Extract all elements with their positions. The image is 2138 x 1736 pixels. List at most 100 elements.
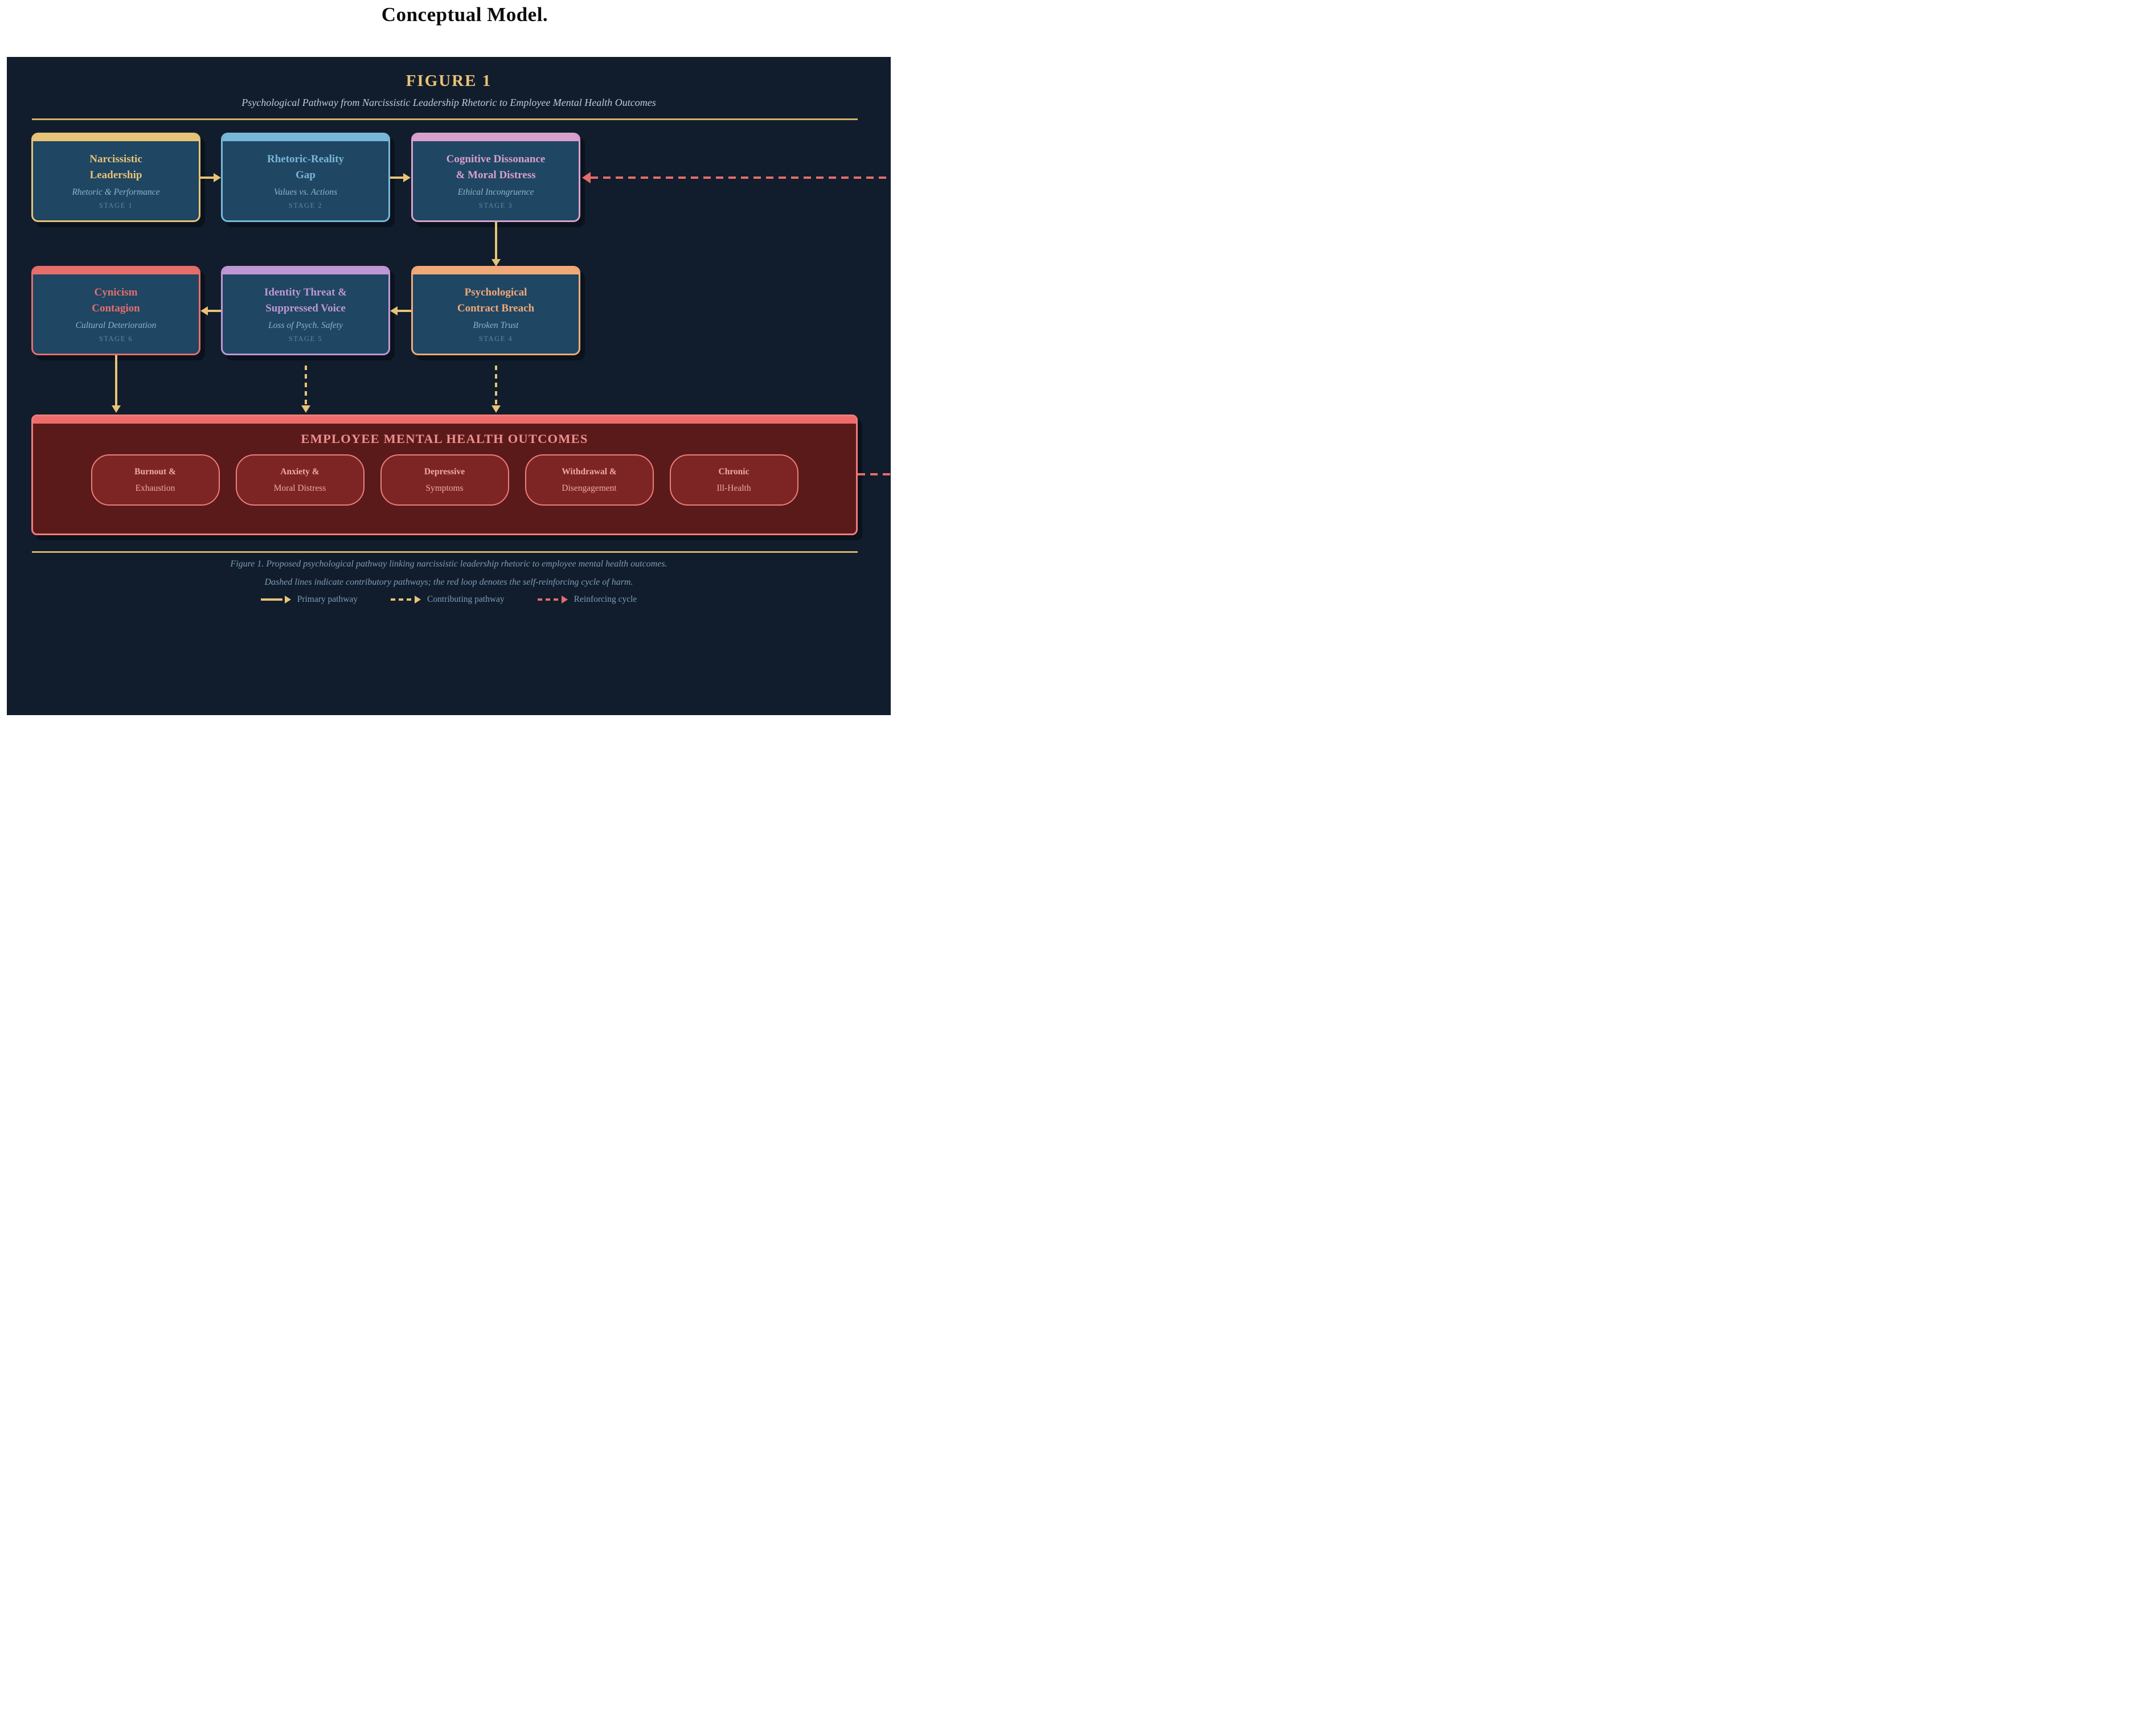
arrow-stage2-to-stage3-head bbox=[403, 173, 411, 182]
legend-label: Primary pathway bbox=[297, 594, 358, 604]
arrow-stage4-to-outcomes-line bbox=[495, 366, 497, 405]
stage-number-label: STAGE 4 bbox=[478, 334, 513, 343]
stage-title-line2: Leadership bbox=[89, 169, 142, 181]
outcome-pill-depressive: Depressive Symptoms bbox=[380, 454, 509, 506]
pill-text-line2: Ill-Health bbox=[716, 483, 751, 493]
stage-title-line1: Rhetoric-Reality bbox=[267, 153, 345, 166]
outcome-pill-burnout: Burnout & Exhaustion bbox=[91, 454, 220, 506]
pill-text-line1: Depressive bbox=[424, 466, 465, 477]
stage-subtitle: Ethical Incongruence bbox=[457, 187, 534, 197]
stage-title-line2: & Moral Distress bbox=[456, 169, 536, 181]
dashed-arrow-icon bbox=[391, 598, 413, 601]
arrow-stage4-to-stage5-line bbox=[397, 310, 411, 312]
stage-title-line1: Identity Threat & bbox=[264, 286, 347, 299]
stage-title-line2: Contagion bbox=[92, 302, 140, 314]
legend-item-contributing: Contributing pathway bbox=[391, 594, 505, 605]
pill-text-line1: Withdrawal & bbox=[562, 466, 617, 477]
stage-title-line1: Narcissistic bbox=[89, 153, 142, 166]
figure-caption-line1: Figure 1. Proposed psychological pathway… bbox=[230, 559, 667, 569]
stage-title-line2: Contract Breach bbox=[457, 302, 535, 314]
arrow-stage3-to-stage4-line bbox=[495, 222, 497, 260]
stage-header-band bbox=[33, 268, 199, 274]
arrowhead-icon bbox=[561, 596, 568, 604]
stage-number-label: STAGE 1 bbox=[99, 201, 133, 210]
pill-text-line2: Symptoms bbox=[425, 483, 464, 493]
stage-subtitle: Values vs. Actions bbox=[273, 187, 338, 197]
divider-bottom bbox=[32, 551, 858, 553]
stage-subtitle: Loss of Psych. Safety bbox=[268, 320, 343, 330]
figure-canvas: Conceptual Model. FIGURE 1 Psychological… bbox=[0, 0, 891, 723]
stage-title-line2: Suppressed Voice bbox=[265, 302, 346, 314]
arrow-stage4-to-stage5-head bbox=[390, 306, 398, 315]
arrow-stage5-to-outcomes-head bbox=[301, 405, 310, 413]
arrow-stage1-to-stage2-head bbox=[214, 173, 221, 182]
legend: Primary pathway Contributing pathway Rei… bbox=[7, 594, 891, 605]
stage-title: Identity Threat & Suppressed Voice bbox=[264, 285, 347, 316]
arrow-stage4-to-outcomes-head bbox=[491, 405, 501, 413]
stage-title-line1: Cynicism bbox=[94, 286, 138, 299]
arrow-stage3-to-stage4-head bbox=[491, 259, 501, 266]
pill-text-line2: Exhaustion bbox=[135, 483, 175, 493]
outcomes-header-band bbox=[33, 416, 856, 424]
legend-item-primary: Primary pathway bbox=[260, 594, 358, 605]
arrow-reinforcing-into-stage3-line bbox=[591, 176, 891, 179]
arrow-stage6-to-outcomes-head bbox=[111, 405, 121, 413]
outcomes-box: EMPLOYEE MENTAL HEALTH OUTCOMES Burnout … bbox=[31, 414, 858, 535]
stage-number-label: STAGE 2 bbox=[288, 201, 323, 210]
pill-text-line1: Chronic bbox=[718, 466, 749, 477]
stage-header-band bbox=[413, 268, 579, 274]
stage-number-label: STAGE 3 bbox=[478, 201, 513, 210]
arrow-stage5-to-outcomes-line bbox=[305, 366, 307, 405]
arrow-stage2-to-stage3-line bbox=[390, 177, 404, 179]
outcome-pill-anxiety: Anxiety & Moral Distress bbox=[235, 454, 364, 506]
pill-text-line1: Anxiety & bbox=[280, 466, 320, 477]
arrowhead-icon bbox=[284, 596, 291, 604]
stage-title-line2: Gap bbox=[296, 169, 316, 181]
arrow-stage5-to-stage6-head bbox=[200, 306, 208, 315]
outcomes-pill-row: Burnout & Exhaustion Anxiety & Moral Dis… bbox=[33, 454, 856, 506]
pill-text-line2: Moral Distress bbox=[273, 483, 326, 493]
stage-subtitle: Cultural Deterioration bbox=[75, 320, 157, 330]
stage-title-line1: Psychological bbox=[464, 286, 527, 299]
arrowhead-icon bbox=[415, 596, 421, 604]
solid-arrow-icon bbox=[260, 598, 282, 601]
pill-text-line1: Burnout & bbox=[134, 466, 176, 477]
dashed-red-arrow-icon bbox=[537, 598, 559, 601]
stage-box-identity-threat: Identity Threat & Suppressed Voice Loss o… bbox=[221, 266, 390, 355]
stage-title-line1: Cognitive Dissonance bbox=[446, 153, 546, 166]
stage-header-band bbox=[223, 268, 388, 274]
figure-panel: FIGURE 1 Psychological Pathway from Narc… bbox=[7, 57, 891, 715]
divider-top bbox=[32, 118, 858, 120]
stage-title: Cognitive Dissonance & Moral Distress bbox=[447, 151, 546, 183]
figure-caption-line2: Dashed lines indicate contributory pathw… bbox=[264, 577, 633, 587]
stage-number-label: STAGE 6 bbox=[99, 334, 133, 343]
arrow-reinforcing-into-stage3-head bbox=[582, 171, 591, 183]
legend-label: Reinforcing cycle bbox=[574, 594, 637, 604]
page-title: Conceptual Model. bbox=[381, 3, 548, 26]
legend-item-reinforcing: Reinforcing cycle bbox=[537, 594, 637, 605]
stage-content: Identity Threat & Suppressed Voice Loss o… bbox=[223, 274, 388, 354]
outcome-pill-chronic: Chronic Ill-Health bbox=[669, 454, 798, 506]
stage-subtitle: Broken Trust bbox=[473, 320, 519, 330]
stage-subtitle: Rhetoric & Performance bbox=[72, 187, 160, 197]
outcome-pill-withdrawal: Withdrawal & Disengagement bbox=[525, 454, 654, 506]
figure-subtitle: Psychological Pathway from Narcissistic … bbox=[241, 97, 656, 108]
arrow-outcomes-reinforcing-exit-line bbox=[858, 473, 891, 475]
arrow-stage1-to-stage2-line bbox=[200, 177, 215, 179]
stage-box-cognitive-dissonance: Cognitive Dissonance & Moral Distress Eth… bbox=[411, 133, 580, 222]
arrow-stage6-to-outcomes-line bbox=[115, 355, 117, 406]
pill-text-line2: Disengagement bbox=[562, 483, 617, 493]
stage-header-band bbox=[413, 134, 579, 141]
figure-label: FIGURE 1 bbox=[406, 72, 492, 90]
stage-header-band bbox=[33, 134, 199, 141]
